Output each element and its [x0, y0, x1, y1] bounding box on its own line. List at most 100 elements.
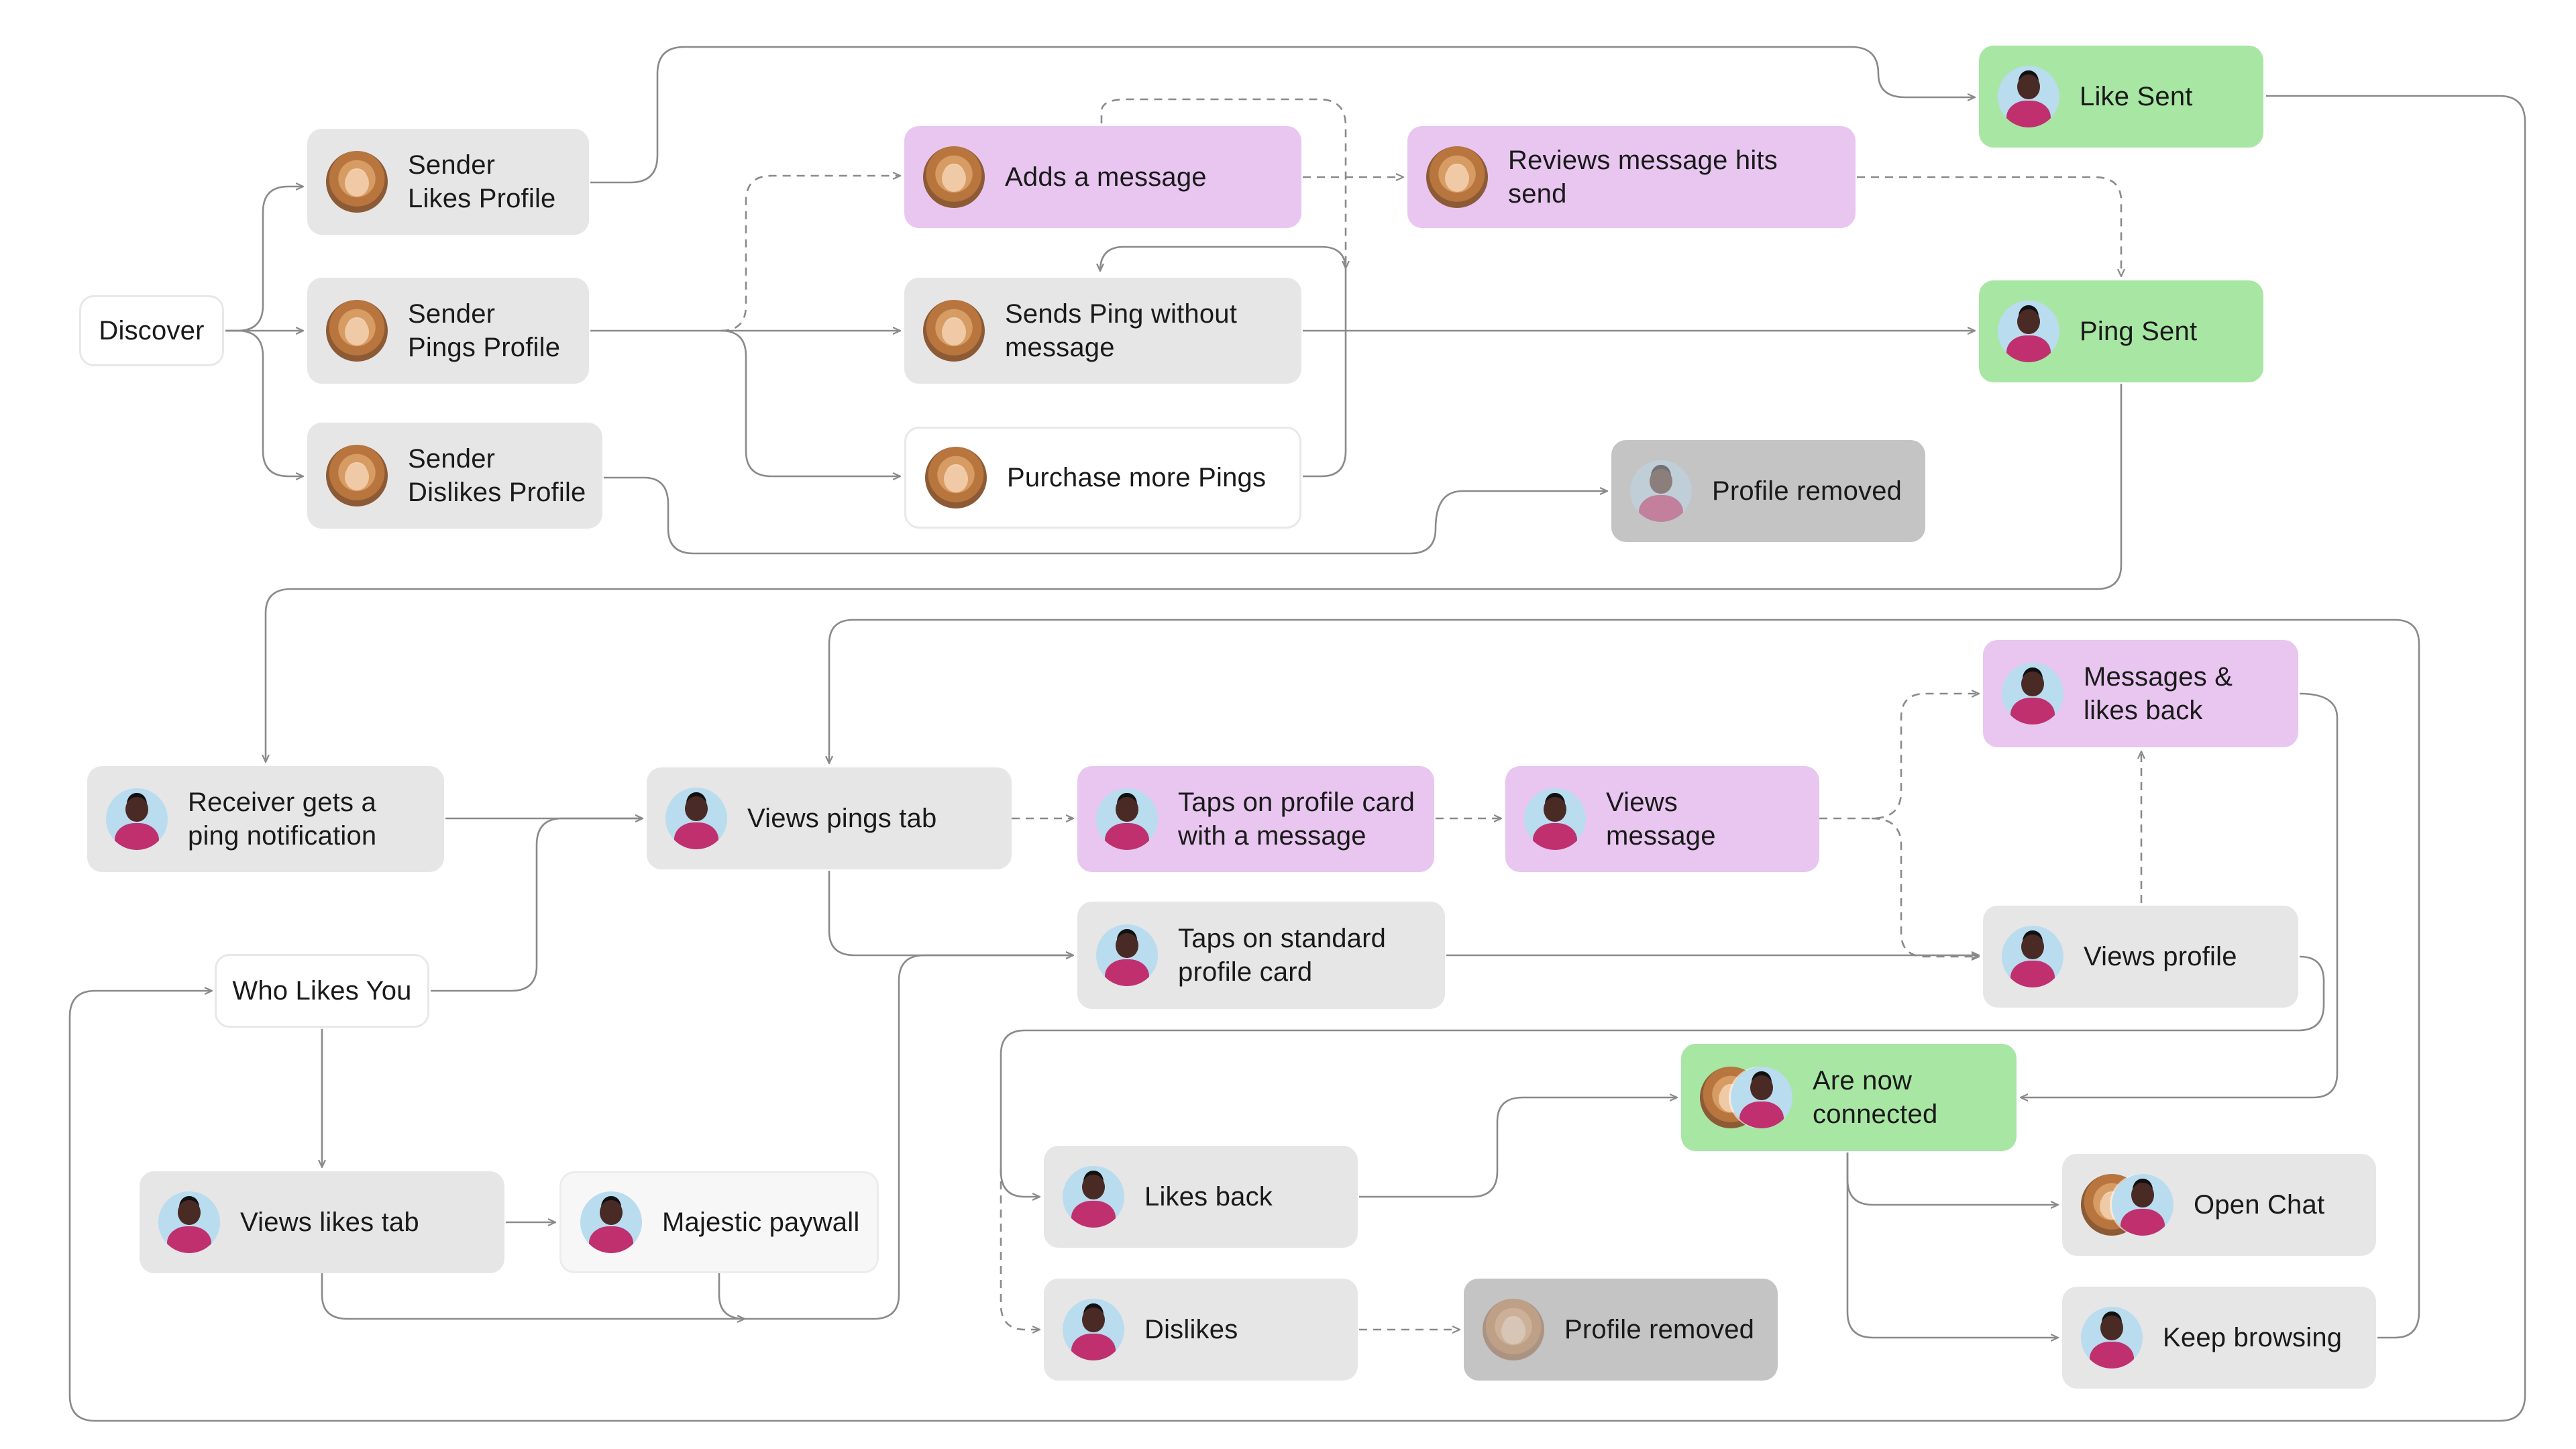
sender-avatar-icon [1426, 146, 1488, 208]
connector-likes_back-to-are_now_connected [2021, 692, 2339, 1097]
connector-discover-to-sender_dislikes [225, 329, 303, 476]
sender-avatar-icon [925, 447, 987, 508]
avatar-group [665, 788, 727, 849]
connector-purchase_pings-to-sends_ping [1100, 246, 1347, 478]
connector-views_pings_tab-to-taps_standard_card [828, 871, 1073, 955]
avatar-group [1063, 1166, 1124, 1228]
views-pings-tab-node: Views pings tab [647, 767, 1012, 869]
node-label: Sender Pings Profile [408, 299, 561, 362]
connector-views_message-to-messages_likes_back [1819, 694, 1979, 820]
connector-purchase_pings-to-adds_message [1100, 98, 1346, 268]
receiver-avatar-icon [1063, 1299, 1124, 1360]
sends-ping-without-message-node: Sends Ping without message [904, 278, 1301, 384]
avatar-group [1096, 924, 1158, 986]
node-label: Like Sent [2080, 82, 2193, 111]
node-label: Who Likes You [232, 976, 412, 1006]
avatar-group [326, 300, 388, 362]
connector-sender_likes-to-like_sent [590, 46, 1975, 184]
node-label: Ping Sent [2080, 317, 2198, 346]
sender-avatar-icon [326, 445, 388, 506]
node-label: Adds a message [1005, 162, 1207, 192]
node-label: Taps on standard profile card [1178, 924, 1387, 987]
purchase-more-pings-node: Purchase more Pings [904, 427, 1301, 529]
node-label: Are now connected [1813, 1066, 1938, 1129]
node-label: Majestic paywall [662, 1208, 860, 1237]
avatar-group [925, 447, 987, 508]
receiver-avatar-icon [1524, 788, 1586, 850]
node-label: Profile removed [1564, 1315, 1755, 1344]
receiver-avatar-icon [1630, 460, 1692, 522]
receiver-avatar-icon [158, 1191, 220, 1253]
receiver-avatar-icon [580, 1191, 642, 1253]
reviews-message-node: Reviews message hits send [1407, 126, 1856, 228]
avatar-group [326, 151, 388, 213]
connector-messages_likes_back-to-are_now_connected [1000, 1167, 1040, 1330]
node-label: Purchase more Pings [1007, 463, 1267, 492]
avatar-group [2002, 663, 2063, 724]
connector-sender_pings-to-purchase_pings [720, 329, 900, 476]
avatar-group [1700, 1067, 1792, 1128]
connector-views_profile-to-likes_back [718, 1273, 745, 1319]
node-label: Views message [1606, 788, 1716, 851]
receiver-avatar-icon [1998, 301, 2059, 362]
avatar-group [2002, 926, 2063, 987]
connector-line [68, 95, 2526, 1422]
connector-discover-to-sender_likes [225, 186, 303, 332]
connector-sender_dislikes-to-profile_removed_1 [604, 476, 1607, 555]
connector-like_sent-to-who_likes_you [829, 619, 2420, 1339]
connector-reviews_message-to-ping_sent [1857, 176, 2121, 276]
node-label: Views likes tab [240, 1208, 419, 1237]
receiver-avatar-icon [1731, 1067, 1792, 1128]
profile-removed-node-2: Profile removed [1464, 1279, 1778, 1381]
sender-avatar-icon [326, 151, 388, 213]
ping-sent-node: Ping Sent [1979, 280, 2263, 382]
dislikes-node: Dislikes [1044, 1279, 1358, 1381]
majestic-paywall-node: Majestic paywall [559, 1171, 879, 1273]
messages-likes-back-node: Messages & likes back [1983, 640, 2298, 747]
avatar-group [1998, 301, 2059, 362]
sender-dislikes-profile-node: Sender Dislikes Profile [307, 423, 602, 529]
views-profile-node: Views profile [1983, 906, 2298, 1008]
sender-likes-profile-node: Sender Likes Profile [307, 129, 589, 235]
profile-removed-node: Profile removed [1611, 440, 1925, 542]
sender-avatar-icon [923, 146, 985, 208]
avatar-group [923, 146, 985, 208]
receiver-avatar-icon [1096, 788, 1158, 850]
avatar-group [1063, 1299, 1124, 1360]
receiver-avatar-icon [2081, 1307, 2143, 1368]
avatar-group [1524, 788, 1586, 850]
avatar-group [1483, 1299, 1544, 1360]
connector-views_profile-to-dislikes [1000, 955, 2325, 1197]
sender-avatar-icon [923, 300, 985, 362]
taps-message-card-node: Taps on profile card with a message [1077, 766, 1434, 872]
discover-node: Discover [79, 295, 224, 366]
receiver-avatar-icon [2002, 663, 2063, 724]
like-sent-node: Like Sent [1979, 46, 2263, 148]
node-label: Profile removed [1712, 476, 1902, 506]
sender-avatar-icon [326, 300, 388, 362]
open-chat-node: Open Chat [2062, 1154, 2376, 1256]
node-label: Dislikes [1144, 1315, 1238, 1344]
receiver-avatar-icon [106, 788, 168, 850]
sender-pings-profile-node: Sender Pings Profile [307, 278, 589, 384]
avatar-group [2081, 1174, 2174, 1236]
node-label: Views profile [2084, 942, 2237, 971]
node-label: Messages & likes back [2084, 662, 2233, 725]
receiver-avatar-icon [1096, 924, 1158, 986]
who-likes-you-node: Who Likes You [215, 954, 429, 1028]
node-label: Views pings tab [747, 804, 937, 833]
adds-message-node: Adds a message [904, 126, 1301, 228]
views-message-node: Views message [1505, 766, 1819, 872]
views-likes-tab-node: Views likes tab [140, 1171, 504, 1273]
node-label: Keep browsing [2163, 1323, 2343, 1352]
connector-keep_browsing-to-views_pings_tab [1846, 1152, 2058, 1338]
node-label: Sender Likes Profile [408, 150, 556, 213]
likes-back-node: Likes back [1044, 1146, 1358, 1248]
avatar-group [326, 445, 388, 506]
avatar-group [1426, 146, 1488, 208]
keep-browsing-node: Keep browsing [2062, 1287, 2376, 1389]
node-label: Open Chat [2194, 1190, 2325, 1220]
node-label: Sends Ping without message [1005, 299, 1238, 362]
